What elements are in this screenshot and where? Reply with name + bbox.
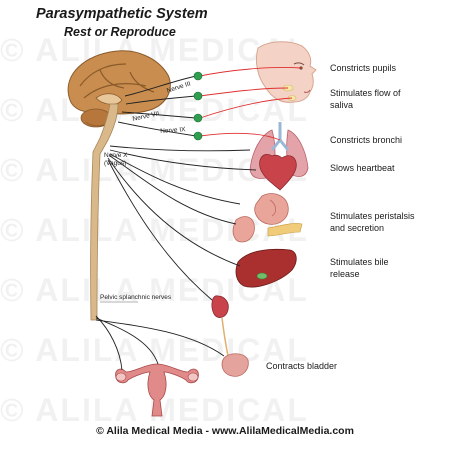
copyright-footer: © Alila Medical Media - www.AlilaMedical… (96, 425, 354, 437)
effect-bile: Stimulates bile release (330, 257, 389, 279)
postganglionic-fibers (199, 67, 302, 141)
diagram-title: Parasympathetic System (36, 6, 208, 22)
preganglionic-fibers (95, 75, 257, 371)
stomach (232, 193, 303, 243)
liver (235, 248, 297, 288)
effect-bladder: Contracts bladder (266, 361, 338, 371)
diagram-subtitle: Rest or Reproduce (64, 25, 176, 39)
effect-peristalsis: Stimulates peristalsis and secretion (330, 211, 415, 233)
heart (259, 154, 297, 191)
ganglia (193, 71, 203, 141)
watermark: © ALILA MEDICAL (0, 212, 309, 248)
watermark: © ALILA MEDICAL (0, 332, 309, 368)
bladder (221, 353, 249, 377)
effect-heart: Slows heartbeat (330, 163, 395, 173)
effect-saliva: Stimulates flow of saliva (330, 88, 401, 110)
pelvic-nerves-label: Pelvic splanchnic nerves (100, 294, 172, 301)
effect-pupils: Constricts pupils (330, 63, 397, 73)
brain (67, 50, 171, 128)
head-profile (255, 41, 317, 103)
kidney (211, 295, 229, 357)
spinal-cord (90, 103, 119, 321)
uterus (115, 363, 199, 417)
nerve-x-label: Nerve X (Vagus) (104, 152, 128, 167)
effect-bronchi: Constricts bronchi (330, 135, 403, 145)
